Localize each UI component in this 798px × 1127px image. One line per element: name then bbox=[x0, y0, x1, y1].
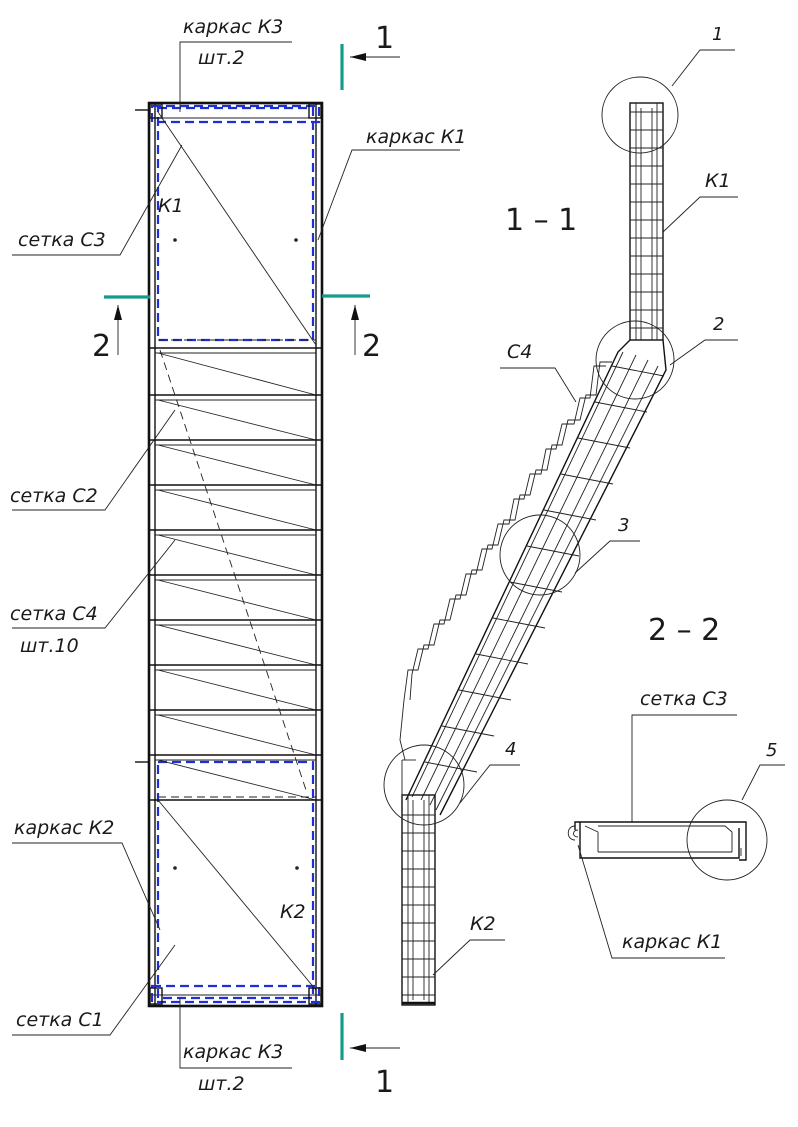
detail-circle-3 bbox=[499, 514, 581, 596]
label-mesh-c4-qty: шт.10 bbox=[20, 635, 79, 657]
label-frame-k3-bottom-qty: шт.2 bbox=[198, 1073, 245, 1095]
label-k1-plan: К1 bbox=[158, 195, 184, 217]
cut-mark-2-left: 2 bbox=[92, 295, 150, 364]
label-frame-k3-bottom: каркас К3 bbox=[183, 1041, 283, 1063]
label-k2-plan: К2 bbox=[280, 901, 306, 923]
frame-k2-plan bbox=[156, 760, 315, 1000]
label-frame-k3-top-qty: шт.2 bbox=[198, 47, 245, 69]
label-mesh-c4: сетка С4 bbox=[10, 603, 98, 625]
label-frame-k2: каркас К2 bbox=[14, 817, 114, 839]
label-frame-k1: каркас К1 bbox=[366, 126, 466, 148]
label-k2-section: К2 bbox=[470, 913, 496, 935]
section-frame-k2 bbox=[401, 759, 436, 1006]
label-mesh-c1: сетка С1 bbox=[16, 1009, 104, 1031]
cut-1-bottom-number: 1 bbox=[375, 1065, 394, 1100]
detail-circle-1 bbox=[601, 76, 679, 154]
section-2-2: 2 – 2 сетка С3 5 каркас К1 bbox=[567, 613, 785, 959]
section-1-1: 1 – 1 bbox=[383, 24, 738, 1006]
label-mesh-c3-section: сетка С3 bbox=[640, 688, 728, 710]
frame-k3-top bbox=[150, 104, 321, 124]
frame-k3-bottom bbox=[150, 984, 321, 1004]
label-frame-k1-section: каркас К1 bbox=[622, 931, 722, 953]
label-mesh-c3: сетка С3 bbox=[18, 229, 106, 251]
plan-view: каркас К3 шт.2 каркас К1 К1 сетка С3 сет… bbox=[10, 16, 466, 1100]
cut-1-top-number: 1 bbox=[375, 21, 394, 56]
detail-label-4: 4 bbox=[505, 739, 516, 760]
section-1-1-title: 1 – 1 bbox=[505, 203, 577, 238]
detail-circle-5 bbox=[686, 799, 768, 881]
label-mesh-c2: сетка С2 bbox=[10, 485, 98, 507]
section-frame-k1 bbox=[629, 102, 664, 341]
cut-mark-1-bottom: 1 bbox=[340, 1013, 400, 1100]
section-flight bbox=[399, 339, 667, 816]
plan-steps bbox=[149, 347, 322, 801]
cut-2-right-number: 2 bbox=[362, 329, 381, 364]
section-2-2-title: 2 – 2 bbox=[648, 613, 720, 648]
detail-label-5: 5 bbox=[766, 740, 777, 761]
detail-label-3: 3 bbox=[618, 515, 629, 536]
section-2-2-profile bbox=[567, 821, 747, 861]
label-frame-k3-top: каркас К3 bbox=[183, 16, 283, 38]
cut-mark-1-top: 1 bbox=[340, 21, 400, 90]
frame-k1-plan bbox=[156, 106, 315, 342]
detail-label-2: 2 bbox=[713, 314, 724, 335]
cut-2-left-number: 2 bbox=[92, 329, 111, 364]
detail-circle-2 bbox=[595, 320, 675, 400]
label-c4-section: С4 bbox=[507, 341, 532, 363]
cut-mark-2-right: 2 bbox=[322, 294, 381, 364]
plan-outline bbox=[147, 101, 324, 1008]
detail-label-1: 1 bbox=[712, 24, 723, 45]
detail-circle-4 bbox=[383, 744, 465, 826]
label-k1-section: К1 bbox=[705, 170, 731, 192]
